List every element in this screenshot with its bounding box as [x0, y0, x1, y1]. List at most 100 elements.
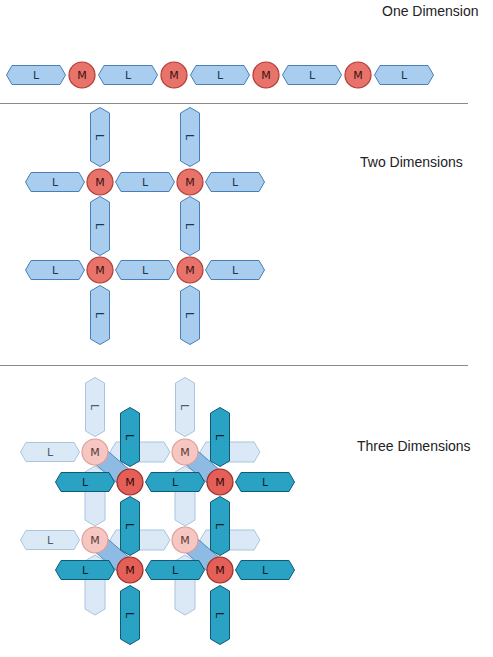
section-heading: One Dimension [382, 3, 479, 19]
ligand-hexagon [211, 586, 230, 645]
ligand-node: L [282, 65, 342, 85]
ligand-hexagon [99, 66, 158, 85]
metal-circle [177, 257, 203, 283]
metal-circle [117, 557, 143, 583]
section-heading: Three Dimensions [357, 438, 471, 454]
ligand-node: L [235, 560, 295, 580]
ligand-label: L [172, 477, 178, 488]
ligand-hexagon [116, 173, 175, 192]
ligand-hexagon [191, 66, 250, 85]
ligand-hexagon [56, 473, 115, 492]
ligand-label: L [172, 565, 178, 576]
metal-label: M [180, 535, 190, 546]
metal-node: M [116, 468, 144, 496]
ligand-hexagon [375, 66, 434, 85]
ligand-node: L [210, 407, 230, 467]
metal-label: M [90, 447, 100, 458]
ligand-hexagon [7, 66, 66, 85]
metal-circle [172, 439, 198, 465]
metal-circle [87, 169, 113, 195]
ligand-node: L [374, 65, 434, 85]
ligand-hexagon [121, 586, 140, 645]
metal-circle [117, 469, 143, 495]
ligand-label: L [262, 477, 268, 488]
metal-circle [82, 439, 108, 465]
metal-label: M [90, 535, 100, 546]
ligand-hexagon [86, 378, 105, 437]
ligand-node: L [180, 107, 200, 167]
metal-label: M [77, 70, 87, 81]
ligand-hexagon [236, 473, 295, 492]
ligand-label: L [52, 265, 58, 276]
metal-node: M [81, 526, 109, 554]
ligand-label: L [309, 70, 315, 81]
metal-node: M [206, 556, 234, 584]
ligand-hexagon [176, 378, 195, 437]
ligand-node: L [115, 172, 175, 192]
ligand-label: L [180, 404, 191, 410]
ligand-hexagon [236, 561, 295, 580]
metal-label: M [215, 565, 225, 576]
ligand-node: L [180, 196, 200, 256]
ligand-label: L [33, 70, 39, 81]
section-heading-box: One Dimension [382, 3, 479, 19]
metal-label: M [95, 177, 105, 188]
metal-circle [253, 62, 279, 88]
ligand-hexagon [121, 408, 140, 467]
metal-node: M [86, 256, 114, 284]
metal-circle [345, 62, 371, 88]
ligand-label: L [90, 404, 101, 410]
metal-label: M [125, 565, 135, 576]
metal-node: M [160, 61, 188, 89]
ligand-node: L [190, 65, 250, 85]
ligand-label: L [82, 477, 88, 488]
ligand-hexagon [56, 561, 115, 580]
ligand-node: L [55, 472, 115, 492]
ligand-node: L [90, 107, 110, 167]
ligand-hexagon [146, 561, 205, 580]
ligand-node: L [235, 472, 295, 492]
metal-circle [82, 527, 108, 553]
ligand-node: L [20, 442, 80, 462]
metal-label: M [353, 70, 363, 81]
ligand-node: L [6, 65, 66, 85]
ligand-label: L [217, 70, 223, 81]
ligand-label: L [52, 177, 58, 188]
section-heading: Two Dimensions [360, 154, 463, 170]
ligand-hexagon [211, 497, 230, 556]
metal-circle [177, 169, 203, 195]
ligand-node: L [90, 196, 110, 256]
ligand-node: L [85, 377, 105, 437]
metal-circle [207, 469, 233, 495]
metal-node: M [171, 526, 199, 554]
metal-node: M [252, 61, 280, 89]
ligand-hexagon [181, 286, 200, 345]
ligand-label: L [215, 612, 226, 618]
ligand-label: L [215, 523, 226, 529]
ligand-node: L [210, 585, 230, 645]
ligand-hexagon [211, 408, 230, 467]
ligand-label: L [142, 177, 148, 188]
ligand-node: L [120, 585, 140, 645]
ligand-node: L [120, 407, 140, 467]
ligand-hexagon [91, 108, 110, 167]
metal-node: M [116, 556, 144, 584]
ligand-hexagon [206, 261, 265, 280]
ligand-label: L [125, 523, 136, 529]
metal-label: M [95, 265, 105, 276]
metal-label: M [215, 477, 225, 488]
ligand-hexagon [181, 108, 200, 167]
metal-node: M [68, 61, 96, 89]
ligand-hexagon [181, 197, 200, 256]
ligand-node: L [90, 285, 110, 345]
ligand-label: L [125, 612, 136, 618]
metal-label: M [185, 177, 195, 188]
ligand-label: L [82, 565, 88, 576]
ligand-hexagon [26, 261, 85, 280]
ligand-node: L [115, 260, 175, 280]
metal-label: M [185, 265, 195, 276]
linking-ligands [89, 445, 226, 577]
ligand-node: L [120, 496, 140, 556]
ligand-label: L [185, 134, 196, 140]
ligand-label: L [95, 312, 106, 318]
